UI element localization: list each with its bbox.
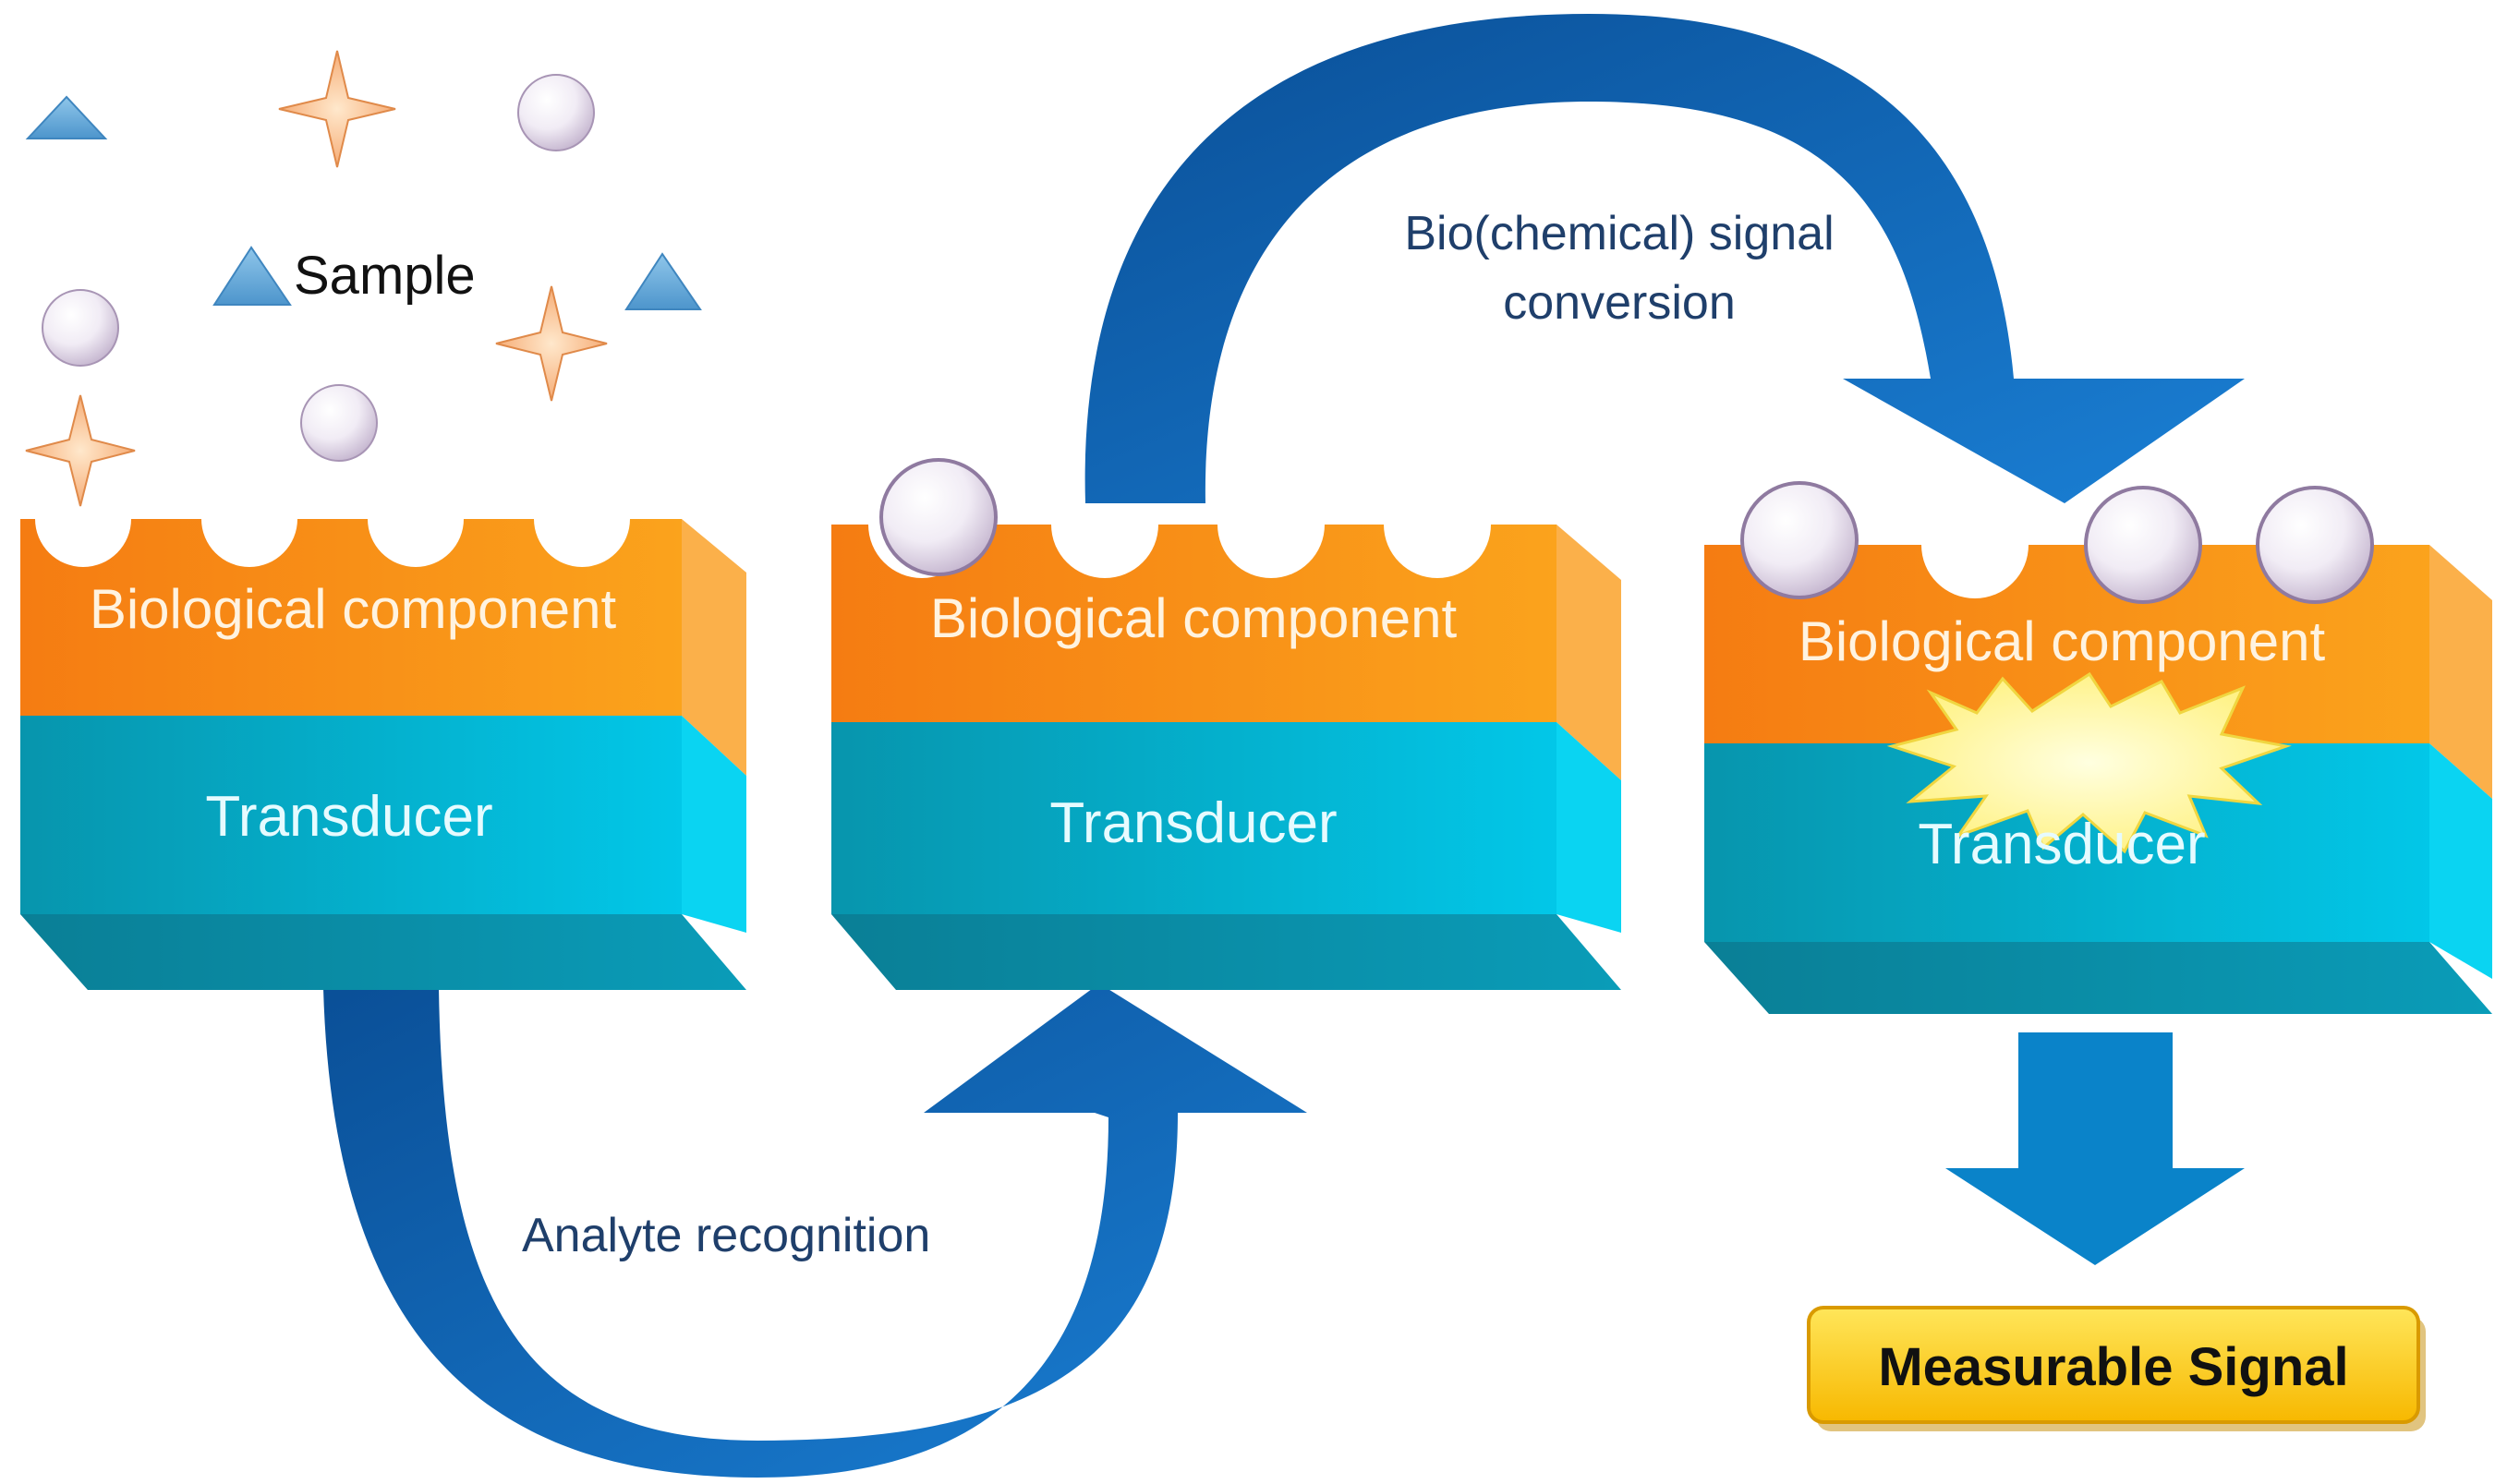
analyte-recognition-label: Analyte recognition [522, 1209, 930, 1262]
measurable-signal-box: Measurable Signal [1807, 1306, 2426, 1431]
biological-component-label: Biological component [930, 587, 1458, 649]
biological-component-label: Biological component [90, 578, 617, 640]
signal-conversion-label-line2: conversion [1503, 276, 1735, 330]
signal-conversion-label-line1: Bio(chemical) signal [1404, 207, 1834, 260]
biosensor-block-1: Biological component Transducer [20, 519, 746, 990]
transducer-label: Transducer [1918, 813, 2205, 876]
biosensor-block-2: Biological component Transducer [831, 458, 1621, 990]
transducer-label: Transducer [1049, 791, 1337, 855]
signal-burst-icon [1886, 671, 2292, 854]
transducer-label: Transducer [205, 785, 492, 849]
analyte-recognition-arrow: Analyte recognition [323, 983, 1307, 1478]
bound-analyte-sphere [2084, 486, 2202, 604]
triangle-particle [624, 252, 702, 310]
biosensor-block-3: Biological component Transducer [1704, 481, 2492, 1014]
sphere-particle [300, 384, 378, 462]
triangle-particle [25, 95, 108, 139]
triangle-particle [212, 246, 292, 306]
star-particle [25, 394, 136, 507]
bound-analyte-sphere [1740, 481, 1859, 599]
star-particle [495, 285, 608, 402]
star-particle [278, 50, 396, 168]
sphere-particle [517, 74, 595, 151]
bound-analyte-sphere [2256, 486, 2374, 604]
sphere-particle [42, 289, 119, 367]
sample-label: Sample [294, 246, 476, 306]
signal-conversion-arrow: Bio(chemical) signal conversion [1084, 14, 2245, 503]
sample-particles: Sample [25, 50, 702, 507]
biological-component-label: Biological component [1799, 610, 2326, 672]
measurable-signal-label: Measurable Signal [1878, 1337, 2348, 1397]
output-down-arrow [1945, 1032, 2245, 1265]
bound-analyte-sphere [879, 458, 998, 576]
